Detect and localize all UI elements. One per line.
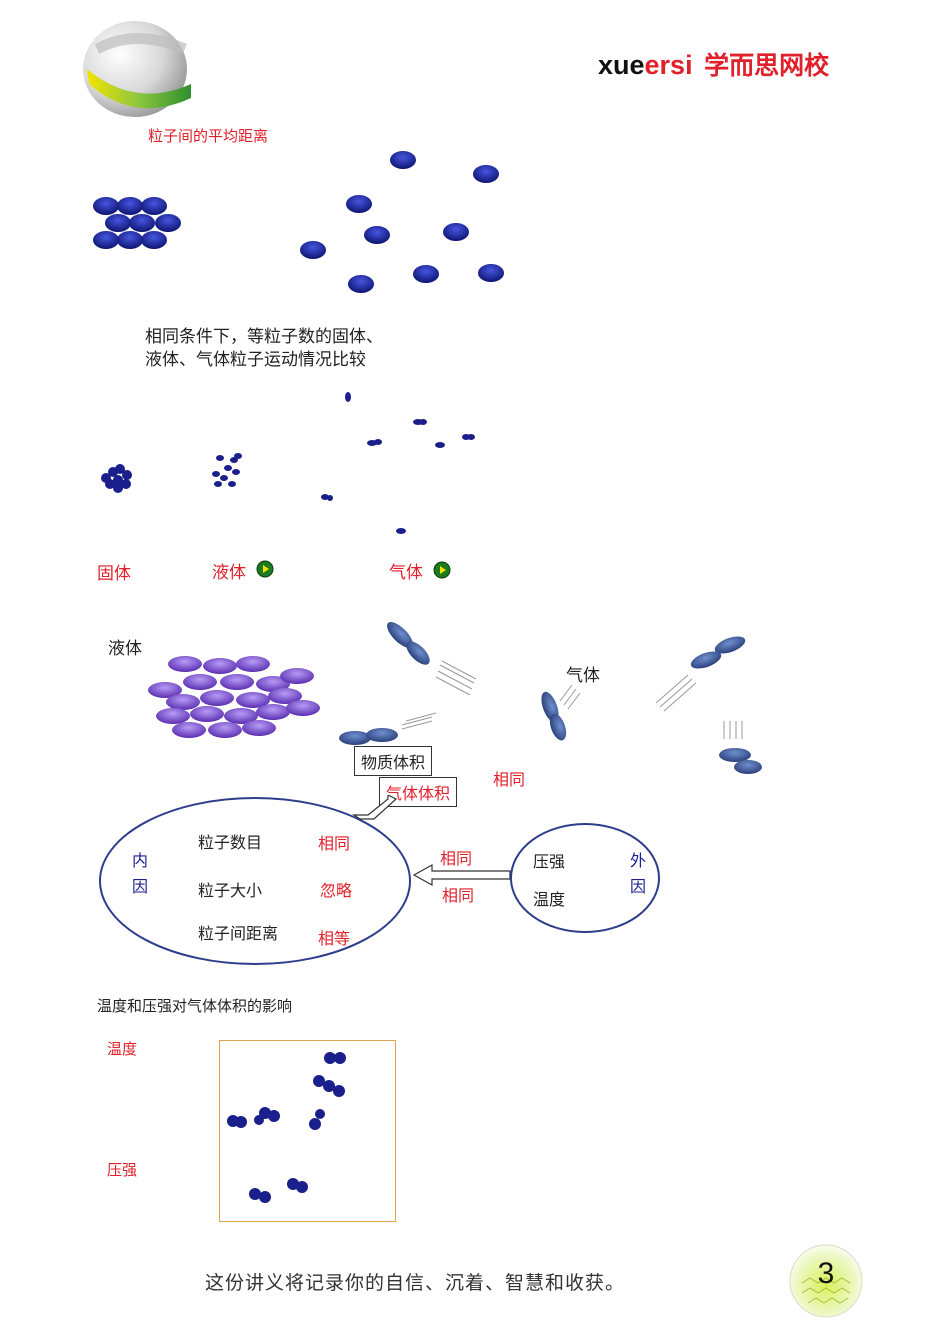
label-solid: 固体 [97,564,131,584]
outer-title-bottom: 因 [630,877,647,896]
gas-heading: 气体 [566,666,600,686]
page-number-ball: 3 [788,1243,864,1319]
logo-sphere [75,14,197,122]
play-icon [256,560,274,578]
section4-title: 温度和压强对气体体积的影响 [97,997,293,1015]
substance-volume-box: 物质体积 [354,746,433,776]
brand-chinese: 学而思网校 [704,51,830,80]
label-liquid: 液体 [212,563,246,583]
outer-title-top: 外 [630,851,647,870]
play-button-liquid[interactable] [256,560,274,578]
liquid-purple-particles [148,656,320,738]
temperature-button[interactable]: 温度 [107,1040,138,1058]
brand-latin-red: ersi [644,50,693,80]
play-button-gas[interactable] [433,561,451,579]
inner-row-1: 粒子数目 [198,829,262,853]
inner-status-size: 忽略 [320,881,353,900]
inner-factor-distance: 粒子间距离 [198,924,279,943]
gas-small-particles [321,392,475,534]
inner-factors-ellipse [99,795,511,965]
solid-small-cluster [101,464,132,493]
arrow-label-top: 相同 [440,849,473,868]
brand-logo: xueersi 学而思网校 [598,46,829,82]
gas-container-frame [219,1040,396,1222]
liquid-heading: 液体 [108,639,142,659]
gas-volume-box: 气体体积 [379,777,458,807]
arrow-label-bottom: 相同 [442,886,475,905]
label-gas: 气体 [389,563,423,583]
inner-title-top: 内 [132,851,149,870]
caption-line-1: 相同条件下，等粒子数的固体、 [145,327,383,347]
play-icon [433,561,451,579]
container-gas-particles [227,1052,346,1203]
inner-row-3: 粒子间距离 [198,920,278,944]
outer-factor-pressure: 压强 [533,852,566,871]
inner-status-count: 相同 [318,834,351,853]
inner-title-bottom: 因 [132,877,149,896]
gas-volume-same: 相同 [493,770,526,789]
inner-row-2: 粒子大小 [198,877,262,901]
gas-steel-particles [339,622,762,774]
pressure-button[interactable]: 压强 [107,1161,138,1179]
inner-title: 内 因 [132,848,148,900]
solid-particles-cluster [93,197,181,249]
inner-factor-count: 粒子数目 [198,833,263,852]
outer-factors-ellipse [510,823,660,933]
comparison-caption: 相同条件下，等粒子数的固体、 液体、气体粒子运动情况比较 [145,326,383,372]
brand-latin-dark: xue [598,50,645,80]
footer-slogan: 这份讲义将记录你的自信、沉着、智慧和收获。 [205,1272,626,1294]
caption-line-2: 液体、气体粒子运动情况比较 [145,350,366,370]
outer-title: 外 因 [630,848,646,900]
outer-factor-temperature: 温度 [533,890,566,909]
liquid-small-cluster [212,453,242,487]
page-number: 3 [817,1257,835,1290]
inner-factor-size: 粒子大小 [198,881,263,900]
inner-status-distance: 相等 [318,929,351,948]
section1-title: 粒子间的平均距离 [148,127,269,145]
gas-particles-spread [300,151,504,293]
